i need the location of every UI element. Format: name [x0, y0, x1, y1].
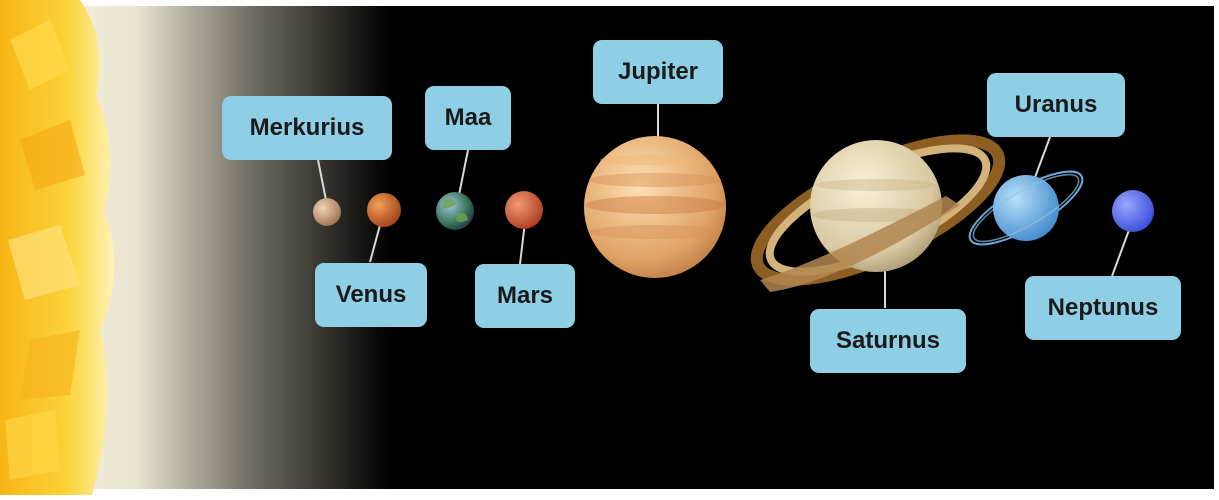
label-merkurius: Merkurius [222, 96, 392, 160]
planet-merkurius [313, 198, 341, 226]
planet-venus [367, 193, 401, 227]
label-jupiter: Jupiter [593, 40, 723, 104]
label-uranus: Uranus [987, 73, 1125, 137]
label-maa: Maa [425, 86, 511, 150]
label-mars: Mars [475, 264, 575, 328]
label-neptunus: Neptunus [1025, 276, 1181, 340]
label-venus: Venus [315, 263, 427, 327]
planet-maa [436, 192, 474, 230]
planet-jupiter [584, 136, 726, 278]
planet-neptunus [1112, 190, 1154, 232]
planet-mars [505, 191, 543, 229]
label-saturnus: Saturnus [810, 309, 966, 373]
sun [0, 0, 114, 495]
